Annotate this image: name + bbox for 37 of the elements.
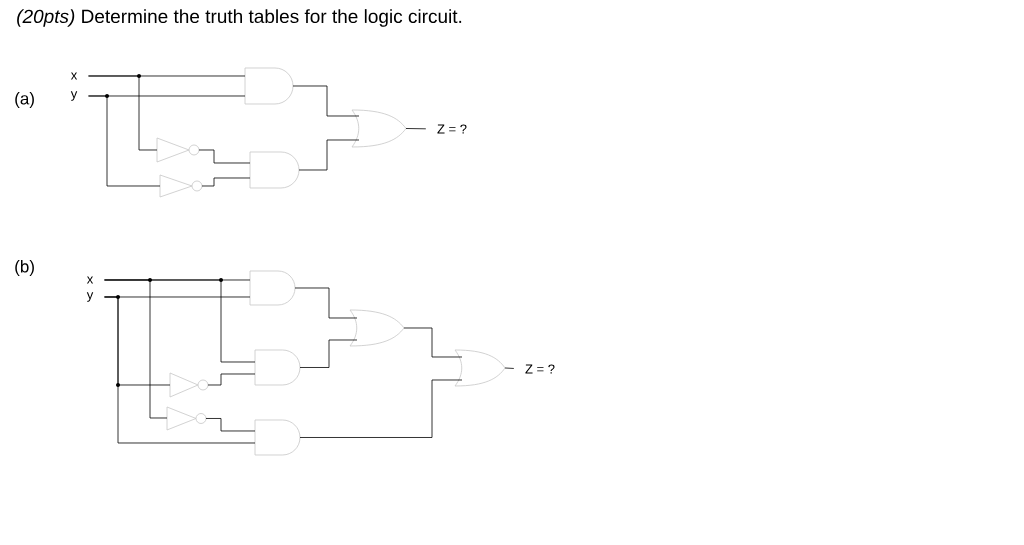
title: (20pts) Determine the truth tables for the logic circuit. <box>17 9 462 27</box>
or-gate <box>349 309 405 347</box>
or-gate <box>351 109 407 148</box>
not-gate <box>169 372 209 398</box>
wire <box>205 418 256 432</box>
or-gate <box>454 349 506 387</box>
input-label: x <box>86 276 94 284</box>
not-gate <box>159 174 203 198</box>
output-label: Z = ? <box>525 364 555 374</box>
and-gate <box>249 270 296 306</box>
wire <box>298 139 360 171</box>
and-gate <box>244 67 294 105</box>
wire <box>201 177 251 187</box>
and-gate <box>249 151 300 189</box>
input-label: y <box>70 91 78 101</box>
and-gate <box>254 419 301 456</box>
wire <box>104 296 256 444</box>
wire <box>403 327 463 358</box>
and-gate <box>254 349 301 386</box>
output-label: Z = ? <box>437 124 467 134</box>
wire <box>88 95 161 187</box>
wire <box>207 373 256 386</box>
part-label: (b) <box>15 260 34 276</box>
wire <box>198 149 251 164</box>
not-gate <box>156 137 200 163</box>
wire <box>299 379 463 438</box>
input-label: x <box>70 72 78 80</box>
wire <box>104 279 168 419</box>
wire <box>292 85 360 117</box>
wire <box>405 128 427 130</box>
wire <box>504 367 515 369</box>
wire <box>299 339 358 368</box>
part-label: (a) <box>15 92 34 108</box>
input-label: y <box>86 292 94 302</box>
wire <box>294 287 358 319</box>
not-gate <box>166 406 207 431</box>
wire <box>88 75 158 151</box>
